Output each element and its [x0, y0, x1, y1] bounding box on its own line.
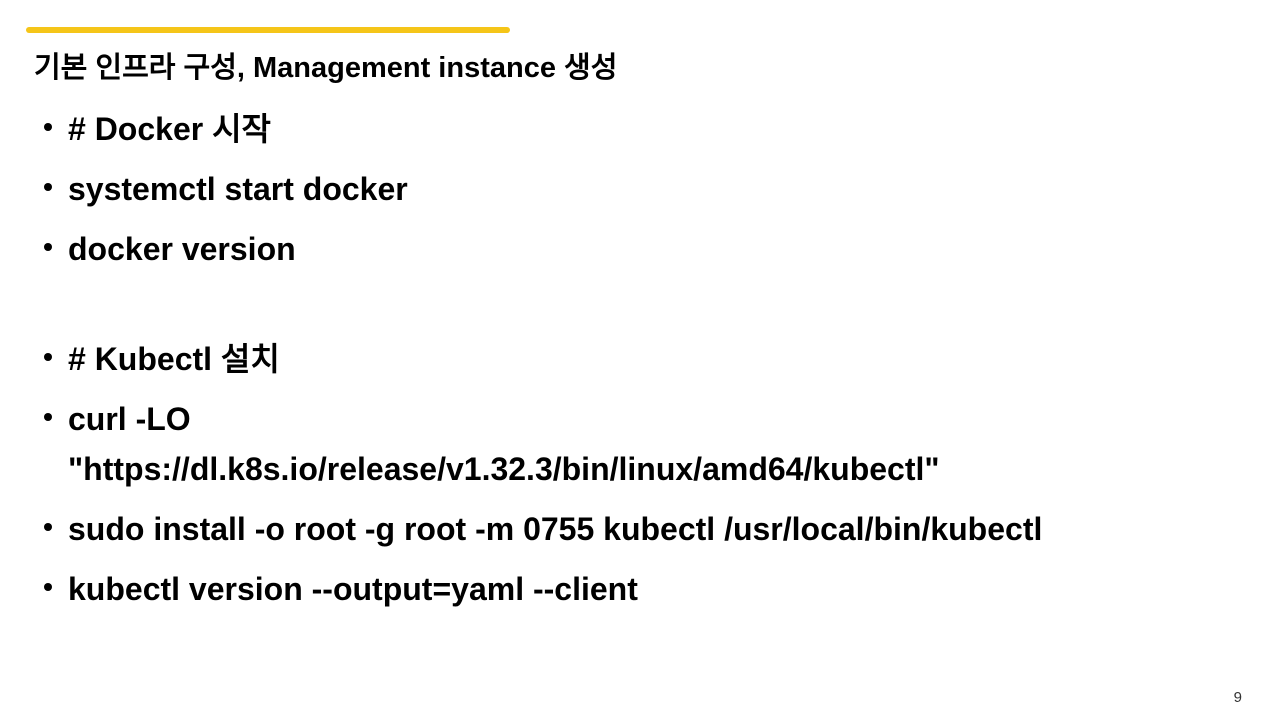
- bullet-dot-icon: [44, 523, 52, 531]
- bullet-dot-icon: [44, 183, 52, 191]
- bullet-item-install: sudo install -o root -g root -m 0755 kub…: [40, 504, 1240, 554]
- bullet-text: sudo install -o root -g root -m 0755 kub…: [68, 511, 1043, 547]
- bullet-item-docker-version: docker version: [40, 224, 1240, 274]
- bullet-list: # Docker 시작 systemctl start docker docke…: [40, 104, 1240, 624]
- bullet-item-kubectl-version: kubectl version --output=yaml --client: [40, 564, 1240, 614]
- bullet-dot-icon: [44, 243, 52, 251]
- bullet-text: # Docker 시작: [68, 111, 271, 147]
- bullet-dot-icon: [44, 353, 52, 361]
- bullet-text: kubectl version --output=yaml --client: [68, 571, 638, 607]
- bullet-text: systemctl start docker: [68, 171, 408, 207]
- bullet-text: docker version: [68, 231, 296, 267]
- bullet-dot-icon: [44, 413, 52, 421]
- page-number: 9: [1233, 689, 1242, 706]
- bullet-dot-icon: [44, 583, 52, 591]
- bullet-dot-icon: [44, 123, 52, 131]
- slide-title: 기본 인프라 구성, Management instance 생성: [34, 52, 618, 84]
- bullet-text-line-2: "https://dl.k8s.io/release/v1.32.3/bin/l…: [68, 451, 940, 487]
- bullet-text-line-1: curl -LO: [68, 401, 191, 437]
- bullet-item-curl: curl -LO "https://dl.k8s.io/release/v1.3…: [40, 394, 1240, 494]
- bullet-item-docker-heading: # Docker 시작: [40, 104, 1240, 154]
- bullet-item-systemctl: systemctl start docker: [40, 164, 1240, 214]
- bullet-text: # Kubectl 설치: [68, 341, 280, 377]
- title-accent-bar: [26, 27, 510, 33]
- bullet-item-kubectl-heading: # Kubectl 설치: [40, 334, 1240, 384]
